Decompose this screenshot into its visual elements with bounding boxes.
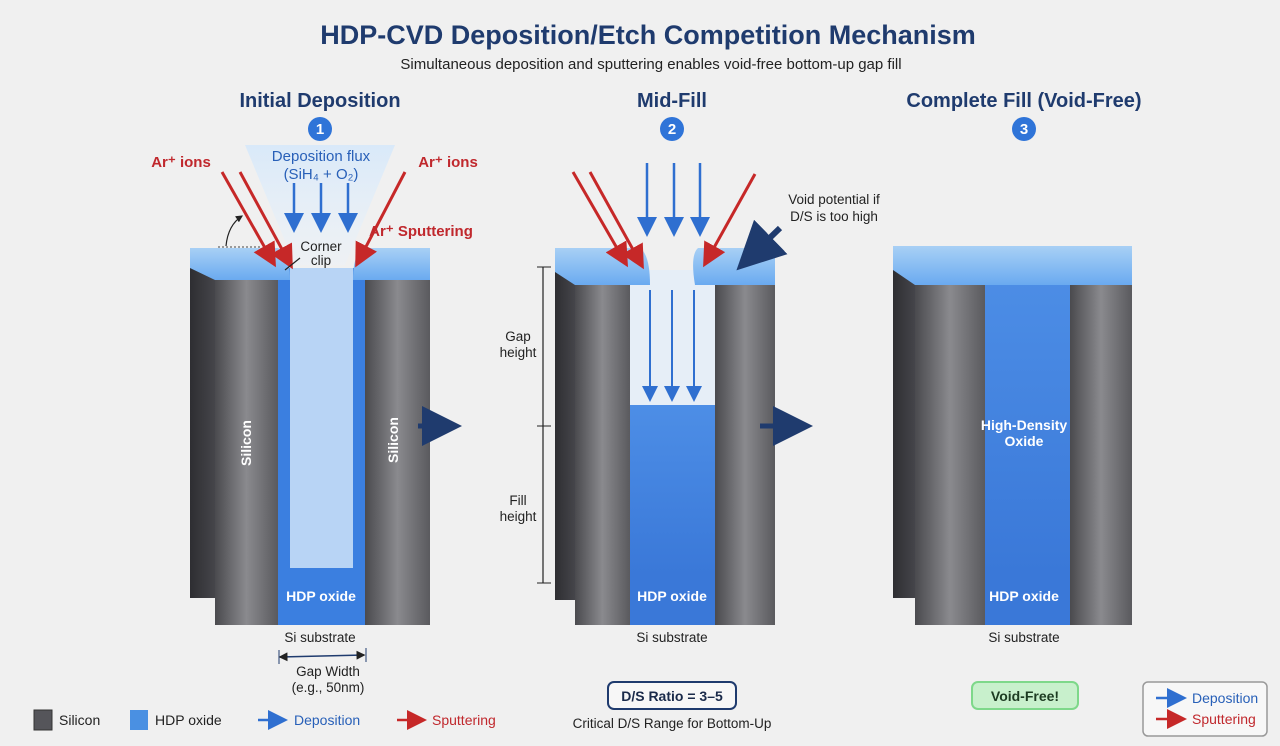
step-badge (308, 117, 332, 141)
stage-1-header: Initial Deposition 1 (239, 90, 401, 141)
stage-title: Mid-Fill (637, 90, 707, 112)
step-badge (1012, 117, 1036, 141)
hdp-oxide-label: HDP oxide (637, 588, 707, 604)
ar-ions-label-left: Ar⁺ ions (151, 154, 211, 171)
gap-width-example: (e.g., 50nm) (292, 680, 365, 695)
legend: Silicon HDP oxide Deposition Sputtering (33, 709, 496, 731)
fill-label-2: Oxide (1005, 433, 1044, 449)
gap-width-label: Gap Width (296, 664, 360, 679)
stage-2-header: Mid-Fill 2 (637, 90, 707, 141)
oxide-top-right (353, 248, 430, 280)
legend-label: HDP oxide (155, 712, 222, 728)
oxide-swatch-icon (130, 710, 148, 730)
void-free-badge (971, 681, 1079, 710)
corner-clip-label-2: clip (311, 253, 331, 268)
step-badge (660, 117, 684, 141)
gap-height-label: Gap (505, 329, 531, 344)
fill-height-label: Fill (509, 493, 526, 508)
step-number: 2 (668, 121, 676, 138)
void-warning-label: Void potential if (788, 192, 880, 207)
gap-height-label-2: height (500, 345, 537, 360)
silicon-label-left: Silicon (238, 420, 254, 466)
ds-ratio: D/S Ratio = 3–5 (621, 688, 723, 704)
fill-label: High-Density (981, 417, 1068, 433)
silicon-label-right: Silicon (385, 417, 401, 463)
page-subtitle: Simultaneous deposition and sputtering e… (400, 56, 901, 73)
page-title: HDP-CVD Deposition/Etch Competition Mech… (320, 20, 976, 50)
void-free-label: Void-Free! (991, 688, 1059, 704)
oxide-top-layer (893, 246, 1132, 285)
stage-2-structure: Void potential if D/S is too high Gap he… (500, 163, 880, 731)
substrate-label: Si substrate (988, 630, 1059, 645)
substrate-label: Si substrate (636, 630, 707, 645)
ar-ions-label-right: Ar⁺ ions (418, 154, 478, 171)
ds-ratio-box (607, 681, 737, 710)
legend-label: Silicon (59, 712, 100, 728)
ds-ratio-caption: Critical D/S Range for Bottom-Up (573, 716, 772, 731)
silicon-pillar-right (365, 268, 430, 625)
stage-title: Initial Deposition (239, 90, 400, 112)
fill-height-label-2: height (500, 509, 537, 524)
hdp-oxide-label: HDP oxide (286, 588, 356, 604)
legend-label: Deposition (1192, 690, 1258, 706)
step-number: 1 (316, 121, 324, 138)
legend-label: Sputtering (432, 712, 496, 728)
step-number: 3 (1020, 121, 1028, 138)
legend-label: Sputtering (1192, 711, 1256, 727)
stage-1-structure: Ar⁺ ions Ar⁺ ions Deposition flux (SiH₄ … (151, 145, 478, 695)
substrate-label: Si substrate (284, 630, 355, 645)
legend-label: Deposition (294, 712, 360, 728)
complete-fill (985, 268, 1070, 575)
partial-fill (630, 405, 715, 575)
deposition-flux-formula: (SiH₄ + O₂) (284, 166, 359, 183)
legend-box: Deposition Sputtering (1142, 681, 1268, 737)
silicon-swatch-icon (33, 709, 53, 731)
silicon-pillar-left (215, 268, 278, 625)
ar-sputtering-label: Ar⁺ Sputtering (369, 223, 473, 240)
corner-clip-label: Corner (300, 239, 342, 254)
hdp-oxide-label: HDP oxide (989, 588, 1059, 604)
stage-3-structure: High-Density Oxide HDP oxide Si substrat… (893, 246, 1132, 710)
deposition-flux-label: Deposition flux (272, 148, 371, 165)
stage-title: Complete Fill (Void-Free) (906, 90, 1141, 112)
stage-3-header: Complete Fill (Void-Free) 3 (906, 90, 1142, 141)
void-warning-label-2: D/S is too high (790, 209, 878, 224)
